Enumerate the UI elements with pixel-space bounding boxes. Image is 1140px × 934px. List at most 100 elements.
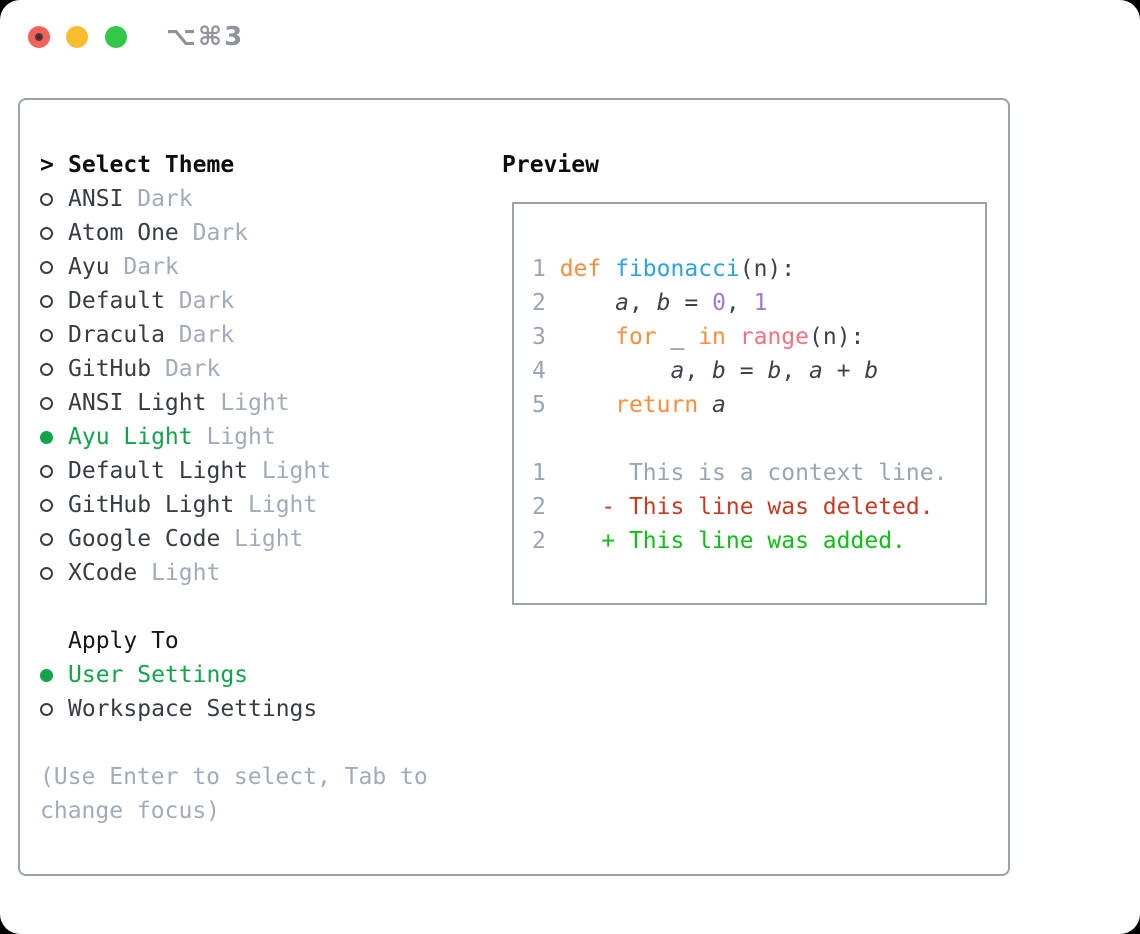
code-token: (n):: [739, 256, 796, 282]
code-token: for: [615, 324, 657, 350]
radio-marker: [40, 532, 68, 546]
theme-item-github-light[interactable]: GitHub Light Light: [40, 488, 460, 522]
code-token: + This line was added.: [559, 528, 906, 554]
radio-selected-icon: [40, 430, 53, 444]
code-token: [560, 324, 615, 350]
radio-unselected-icon: [40, 192, 53, 206]
window-title: ⌥⌘3: [166, 22, 245, 52]
apply-option-label: User Settings: [68, 662, 249, 688]
theme-item-google-code[interactable]: Google Code Light: [40, 522, 460, 556]
section-gap: [40, 726, 460, 760]
theme-item-label: GitHub Light: [68, 492, 235, 518]
code-token: =: [670, 290, 713, 316]
preview-code-line: [532, 422, 985, 456]
code-token: b: [864, 358, 879, 384]
code-token: a: [670, 358, 685, 384]
code-token: a: [809, 358, 823, 384]
theme-variant-tag: Light: [151, 560, 221, 586]
radio-marker: [40, 294, 68, 308]
theme-variant-tag: Dark: [178, 288, 235, 314]
line-number: [532, 426, 560, 452]
theme-item-ayu-light[interactable]: Ayu Light Light: [40, 420, 460, 454]
theme-item-label: Atom One: [68, 220, 179, 246]
radio-unselected-icon: [40, 464, 53, 478]
radio-marker: [40, 260, 68, 274]
theme-variant-tag: Dark: [178, 322, 235, 348]
theme-item-label: Default: [68, 288, 165, 314]
theme-item-ansi[interactable]: ANSI Dark: [40, 182, 460, 216]
radio-marker: [40, 566, 68, 580]
preview-code-line: 1 def fibonacci(n):: [532, 252, 985, 286]
code-token: [601, 256, 615, 282]
theme-item-default[interactable]: Default Dark: [40, 284, 460, 318]
code-token: ,: [684, 358, 713, 384]
help-text: (Use Enter to select, Tab to change focu…: [40, 764, 428, 824]
code-token: [726, 324, 740, 350]
select-theme-header: > Select Theme: [40, 148, 460, 182]
radio-unselected-icon: [40, 702, 53, 716]
code-token: [560, 290, 615, 316]
theme-item-label: Ayu: [68, 254, 110, 280]
preview-code-line: 3 for _ in range(n):: [532, 320, 985, 354]
theme-item-ansi-light[interactable]: ANSI Light Light: [40, 386, 460, 420]
code-token: This is a context line.: [559, 460, 948, 486]
radio-unselected-icon: [40, 498, 53, 512]
code-token: a: [712, 392, 726, 418]
theme-variant-tag: Light: [206, 424, 276, 450]
radio-marker: [40, 226, 68, 240]
theme-item-label: Ayu Light: [68, 424, 193, 450]
code-token: =: [725, 358, 768, 384]
radio-marker: [40, 498, 68, 512]
code-token: fibonacci: [615, 256, 740, 282]
preview-code-line: 1 This is a context line.: [532, 456, 985, 490]
apply-option-workspace-settings[interactable]: Workspace Settings: [40, 692, 460, 726]
radio-marker: [40, 702, 68, 716]
theme-item-label: ANSI Light: [68, 390, 207, 416]
theme-variant-tag: Dark: [137, 186, 193, 212]
theme-variant-tag: Light: [220, 390, 290, 416]
radio-marker: [40, 396, 68, 410]
zoom-button[interactable]: [105, 26, 127, 48]
code-token: _: [656, 324, 699, 350]
code-token: ,: [628, 290, 657, 316]
apply-option-user-settings[interactable]: User Settings: [40, 658, 460, 692]
code-token: in: [698, 324, 726, 350]
close-button[interactable]: [28, 26, 50, 48]
minimize-button[interactable]: [66, 26, 88, 48]
focus-cursor-icon: >: [40, 152, 54, 178]
theme-item-label: ANSI: [68, 186, 124, 212]
code-token: (n):: [809, 324, 865, 350]
line-number: 3: [532, 324, 560, 350]
code-token: ,: [781, 358, 810, 384]
code-token: return: [615, 392, 699, 418]
theme-variant-tag: Dark: [164, 356, 221, 382]
radio-unselected-icon: [40, 328, 53, 342]
theme-variant-tag: Light: [248, 492, 318, 518]
radio-unselected-icon: [40, 362, 53, 376]
theme-item-label: Google Code: [68, 526, 221, 552]
preview-code-line: 2 - This line was deleted.: [532, 490, 985, 524]
code-token: - This line was deleted.: [559, 494, 934, 520]
select-theme-header-label: Select Theme: [68, 152, 235, 178]
theme-variant-tag: Light: [234, 526, 304, 552]
section-gap: [40, 590, 460, 624]
code-token: range: [739, 324, 809, 350]
radio-unselected-icon: [40, 566, 53, 580]
code-token: [560, 358, 671, 384]
apply-to-header: Apply To: [40, 624, 460, 658]
radio-marker: [40, 430, 68, 444]
radio-marker: [40, 328, 68, 342]
radio-unselected-icon: [40, 294, 53, 308]
